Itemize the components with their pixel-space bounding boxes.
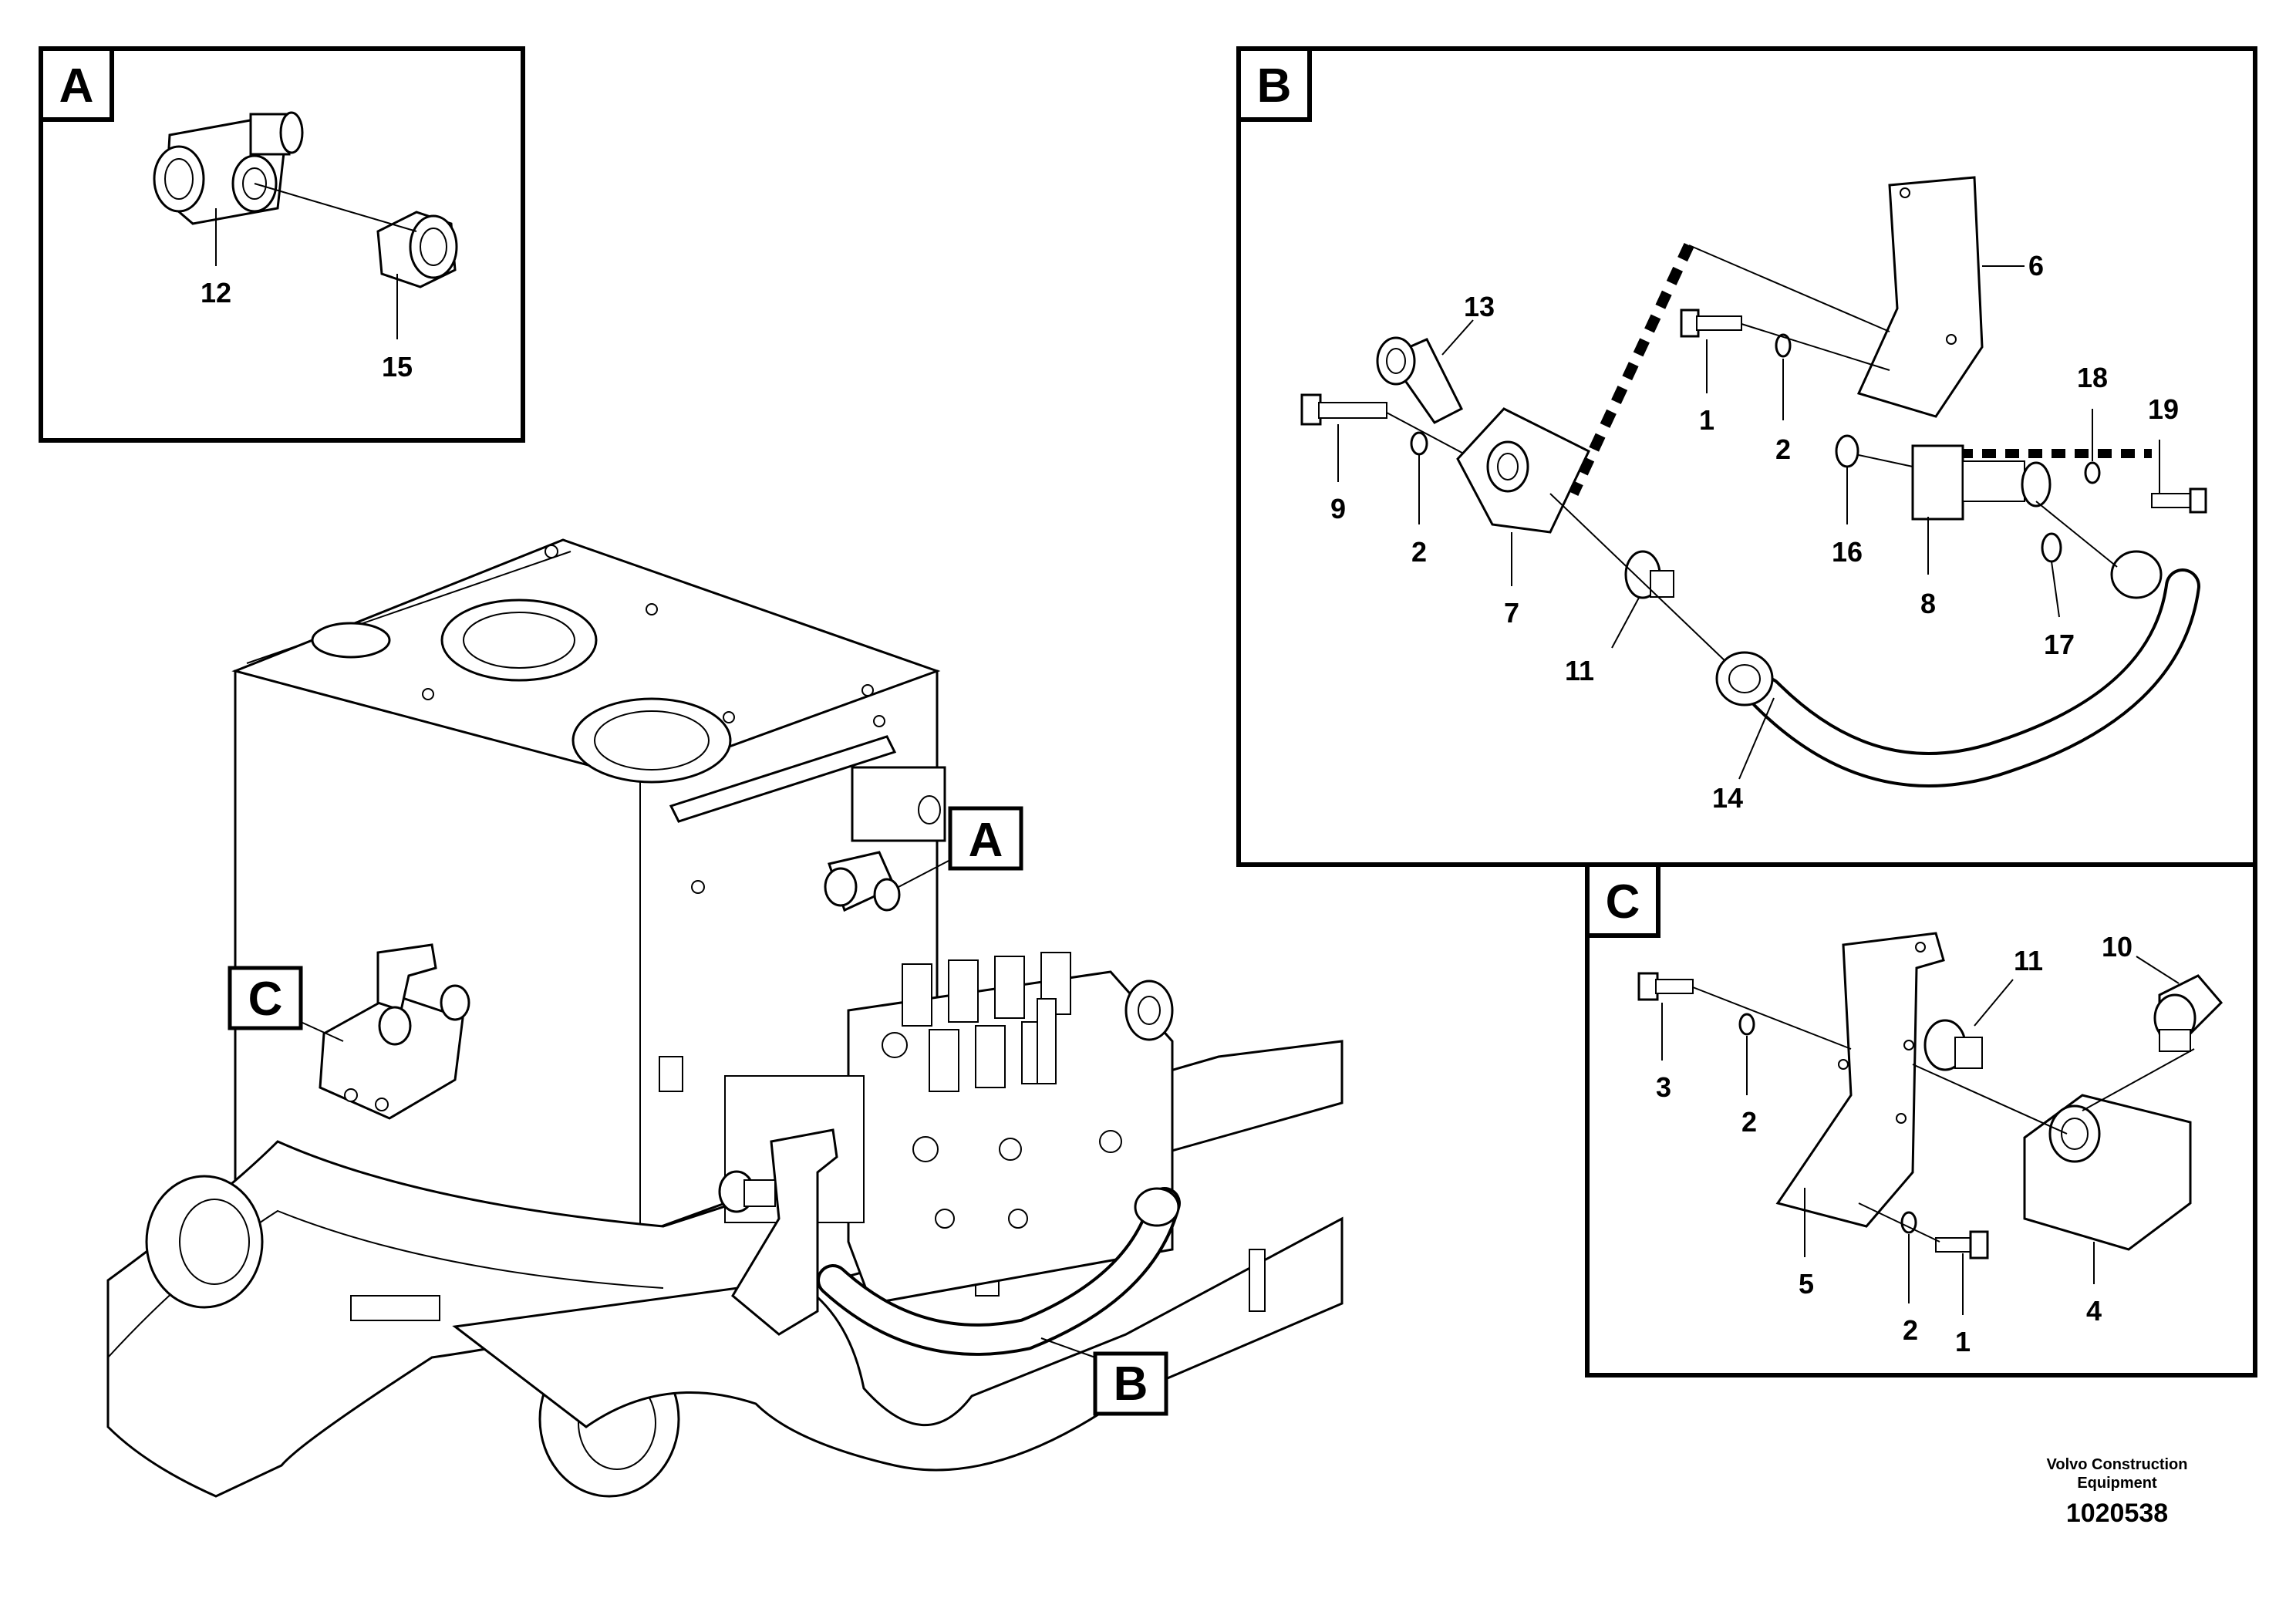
tee-fitting-main [824,851,901,912]
flange-part [1911,444,2052,521]
callout-5: 5 [1799,1268,1814,1300]
washer-part [1775,333,1792,358]
callout-19: 19 [2148,393,2179,425]
pivot-boss [145,1175,264,1309]
frame-b-letter: B [1257,59,1292,113]
bolt-part [1637,972,1694,1001]
main-tag-b: B [1040,1337,1168,1416]
bracket-part [1775,932,1945,1228]
adapter-fitting-part [1376,336,1464,424]
tank-opening [440,599,598,682]
washer-part [1900,1211,1917,1234]
callout-15: 15 [382,351,413,383]
nipple-fitting-part [1923,1019,1983,1071]
callout-11: 11 [2014,945,2043,976]
long-bolt-part [1300,393,1387,426]
detail-frame-c: C [1585,862,2257,1378]
detail-frame-a: A 12 15 [39,46,525,443]
main-tag-c: C [228,966,344,1042]
callout-9: 9 [1330,493,1346,524]
hose-main [817,1187,1181,1356]
bolt-part [1680,309,1742,338]
callout-2: 2 [1411,536,1427,568]
main-tag-a: A [898,806,1023,888]
hose-part [1715,550,2200,787]
mounting-block-part [1456,407,1590,534]
callout-17: 17 [2044,629,2075,660]
callout-1: 1 [1699,404,1714,436]
brand-line-2: Equipment [2077,1475,2157,1492]
callout-1: 1 [1955,1326,1971,1357]
elbow-fitting-part [2153,974,2224,1052]
tag-a-letter: A [969,814,1003,867]
callout-16: 16 [1832,536,1863,568]
callout-7: 7 [1504,597,1519,629]
callout-2: 2 [1741,1106,1757,1138]
callout-4: 4 [2086,1295,2102,1327]
o-ring-part [1835,434,1859,468]
frame-c-letter: C [1606,875,1640,929]
callout-18: 18 [2077,362,2108,393]
washer-part [1738,1013,1755,1036]
callout-3: 3 [1656,1071,1671,1103]
tag-c-letter: C [248,973,283,1026]
callout-8: 8 [1920,588,1936,619]
tank-opening [571,697,732,784]
hex-nut-part [376,211,458,288]
callout-2: 2 [1775,433,1791,465]
bolt-part [1935,1230,1989,1259]
frame-a-letter: A [59,59,94,113]
bracket-main [718,1128,838,1336]
callout-13: 13 [1464,291,1495,322]
detail-frame-b: B [1236,46,2257,867]
washer-part [2084,461,2101,484]
nipple-fitting-part [1624,550,1674,599]
callout-14: 14 [1712,782,1743,814]
bracket-part [1856,176,1984,418]
o-ring-part [2041,532,2062,563]
washer-part [1410,431,1428,456]
callout-10: 10 [2102,931,2132,963]
footer-credit: Volvo Construction Equipment 1020538 [2047,1456,2188,1528]
brand-line-1: Volvo Construction [2047,1456,2188,1473]
callout-6: 6 [2028,250,2044,282]
control-valve [724,952,1174,1305]
valve-block-main [319,943,470,1120]
bolt-part [2151,487,2207,514]
document-number: 1020538 [2066,1499,2168,1528]
callout-2: 2 [1903,1314,1918,1346]
callout-11: 11 [1565,655,1594,686]
tag-b-letter: B [1114,1357,1148,1411]
callout-12: 12 [201,277,231,309]
main-assembly-illustration [106,538,1344,1498]
